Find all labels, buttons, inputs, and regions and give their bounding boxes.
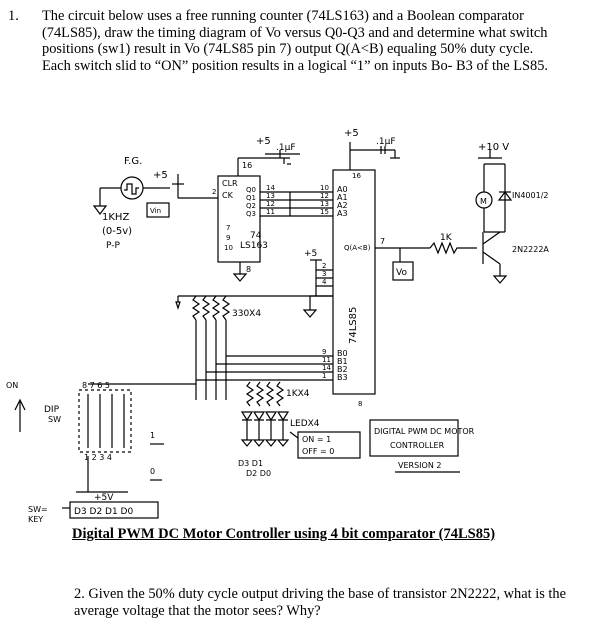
title-block-line-1: DIGITAL PWM DC MOTOR — [374, 427, 475, 436]
counter-pin-11: 11 — [266, 208, 275, 216]
comp-pin-7: 7 — [380, 237, 385, 246]
cap-85-label: .1μF — [376, 137, 396, 147]
res-330-label: 330X4 — [232, 309, 261, 319]
plus10v-label: +10 V — [478, 142, 509, 153]
circuit-schematic: F.G. +5 Vin 1KHZ (0-5v) P-P +5 .1μF 16 C… — [6, 128, 549, 524]
counter-q0: Q0 — [246, 186, 256, 194]
comp-pin-1: 1 — [322, 372, 326, 380]
question-1-line: (74LS85), draw the timing diagram of Vo … — [42, 24, 548, 41]
counter-pin-10: 10 — [224, 244, 233, 252]
res-1k-motor: 1K — [440, 233, 453, 243]
counter-pin-13: 13 — [266, 192, 275, 200]
comp-b2: B2 — [337, 365, 348, 374]
dip-bottom-numbers: 1 2 3 4 — [84, 453, 112, 462]
comp-b1: B1 — [337, 357, 348, 366]
dip-zero-label: 0 — [150, 467, 155, 476]
counter-name: 74 — [250, 231, 262, 241]
comp-pin-12: 12 — [320, 192, 329, 200]
question-1-line: positions (sw1) result in Vo (74LS85 pin… — [42, 41, 534, 57]
counter-pin-7: 7 — [226, 224, 230, 232]
on-label: ON — [6, 381, 18, 390]
question-1-number: 1. — [8, 8, 19, 24]
question-2-number: 2. — [74, 586, 85, 602]
plus5-fg-label: +5 — [153, 170, 168, 181]
comp-a1: A1 — [337, 193, 348, 202]
counter-pin-9: 9 — [226, 234, 230, 242]
counter-pin-2: 2 — [212, 188, 216, 196]
comp-pin-2: 2 — [322, 262, 326, 270]
comp-pin-3: 3 — [322, 270, 326, 278]
comp-a0: A0 — [337, 185, 348, 194]
question-2: 2. Given the 50% duty cycle output drivi… — [74, 586, 604, 620]
dip-switch — [78, 389, 132, 453]
title-block-line-2: CONTROLLER — [390, 441, 445, 450]
comparator-part-label: 74LS85 — [348, 307, 359, 344]
dip-label: DIP — [44, 405, 60, 415]
comp-pin-11: 11 — [322, 356, 331, 364]
vin-label: Vin — [150, 207, 161, 215]
counter-clr: CLR — [222, 179, 238, 188]
plus5-85-label: +5 — [344, 128, 359, 139]
key-label: KEY — [28, 515, 43, 524]
dip-top-numbers: 8 7 6 5 — [82, 381, 110, 390]
counter-pin-8: 8 — [246, 265, 251, 274]
comp-plus5-in: +5 — [304, 249, 317, 259]
sw-key-label: SW= — [28, 505, 48, 514]
comp-a3: A3 — [337, 209, 348, 218]
comp-a2: A2 — [337, 201, 348, 210]
dip-one-label: 1 — [150, 431, 155, 440]
question-1-line: The circuit below uses a free running co… — [42, 8, 524, 24]
counter-q2: Q2 — [246, 202, 256, 210]
fg-range: (0-5v) — [102, 226, 132, 237]
dip-sw-label: SW — [48, 415, 61, 424]
version-label: VERSION 2 — [398, 461, 441, 470]
comp-pin-10: 10 — [320, 184, 329, 192]
vo-label: Vo — [396, 268, 407, 278]
comp-pin-16: 16 — [352, 172, 361, 180]
fg-frequency: 1KHZ — [102, 212, 129, 223]
counter-ck: CK — [222, 191, 234, 200]
motor-label: M — [480, 197, 487, 206]
counter-q3: Q3 — [246, 210, 256, 218]
counter-q1: Q1 — [246, 194, 256, 202]
led-label: LEDX4 — [290, 419, 320, 429]
plus5-top-label: +5 — [256, 136, 271, 147]
comp-qab: Q(A<B) — [344, 244, 371, 252]
counter-pin-16: 16 — [242, 161, 252, 170]
fig-label: F.G. — [124, 156, 142, 167]
comp-pin-4: 4 — [322, 278, 327, 286]
comp-pin-13: 13 — [320, 200, 329, 208]
fg-pp: P-P — [106, 241, 120, 251]
res-1k-label: 1KX4 — [286, 389, 310, 399]
question-2-text: Given the 50% duty cycle output driving … — [74, 586, 567, 619]
cap-top-label: .1μF — [276, 143, 296, 153]
question-1-text: The circuit below uses a free running co… — [42, 8, 608, 74]
plus5v-dip-label: +5V — [94, 493, 114, 503]
question-1: 1. The circuit below uses a free running… — [8, 8, 608, 74]
led-legend-on: ON = 1 — [302, 435, 331, 444]
d-labels-row-2: D2 D0 — [246, 469, 271, 478]
counter-pin-12: 12 — [266, 200, 275, 208]
comparator-74ls85 — [332, 169, 376, 395]
counter-74ls163 — [217, 175, 261, 263]
comp-pin-15: 15 — [320, 208, 329, 216]
key-order-label: D3 D2 D1 D0 — [74, 507, 133, 517]
comp-pin-8: 8 — [358, 400, 362, 408]
comp-pin-9: 9 — [322, 348, 326, 356]
comp-b0: B0 — [337, 349, 348, 358]
comp-b3: B3 — [337, 373, 348, 382]
counter-pin-14: 14 — [266, 184, 275, 192]
led-legend-off: OFF = 0 — [302, 447, 334, 456]
figure-caption: Digital PWM DC Motor Controller using 4 … — [72, 526, 496, 542]
counter-part: LS163 — [240, 241, 268, 251]
diode-label: IN4001/2 — [512, 191, 549, 200]
comp-pin-14: 14 — [322, 364, 331, 372]
d-labels-row-1: D3 D1 — [238, 459, 263, 468]
question-1-line: Each switch slid to “ON” position result… — [42, 57, 548, 74]
transistor-label: 2N2222A — [512, 245, 549, 254]
